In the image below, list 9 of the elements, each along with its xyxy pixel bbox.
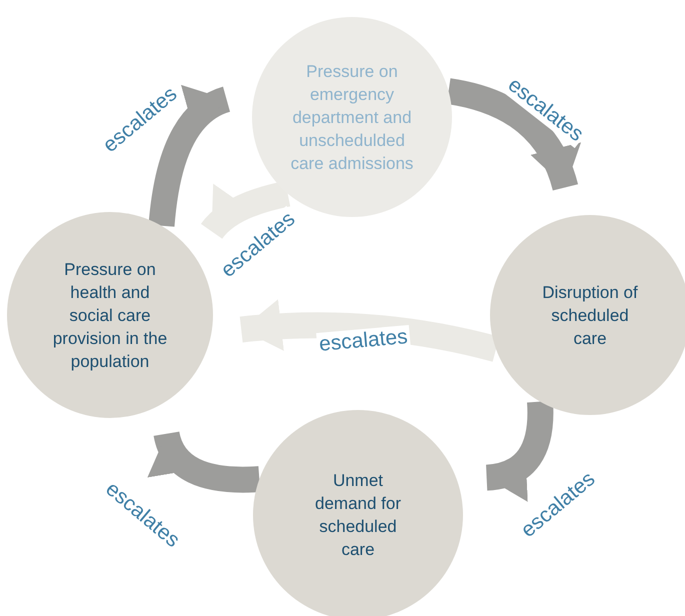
node-text: Disruption of scheduled care [541,282,639,350]
node-text: Pressure on health and social care provision in the population [52,258,168,372]
curved-arrow [148,86,231,228]
curved-arrow [201,180,290,240]
node-text: Pressure on emergency department and unschedulded care admissions [290,60,414,174]
curved-arrow [446,78,579,192]
node-text: Unmet demand for scheduled care [314,470,402,561]
curved-arrow [150,430,260,493]
curved-arrow [485,401,554,500]
